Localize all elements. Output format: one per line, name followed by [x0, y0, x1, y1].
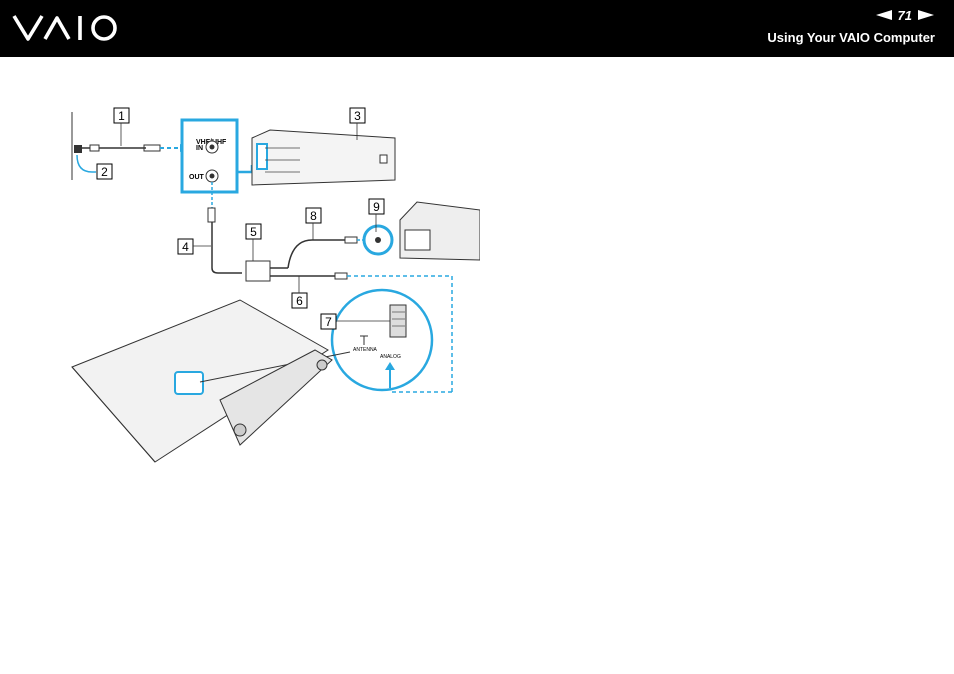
svg-text:5: 5 [250, 225, 257, 239]
callout-7: 7 [320, 313, 390, 330]
cable-8 [287, 236, 372, 269]
callout-1: 1 [113, 107, 130, 146]
callout-8: 8 [305, 207, 322, 240]
svg-text:9: 9 [373, 200, 380, 214]
svg-text:2: 2 [101, 165, 108, 179]
callout-5: 5 [245, 223, 262, 261]
callout-2: 2 [96, 163, 113, 180]
in-label: IN [196, 145, 203, 152]
svg-text:3: 3 [354, 109, 361, 123]
svg-text:8: 8 [310, 209, 317, 223]
cable-6 [288, 272, 453, 393]
callout-6: 6 [291, 276, 308, 309]
page-header: 71 Using Your VAIO Computer [0, 0, 954, 57]
triangle-right-icon[interactable] [918, 10, 934, 20]
svg-text:6: 6 [296, 294, 303, 308]
antenna-label: ANTENNA [353, 347, 378, 353]
page-navigation: 71 [875, 7, 934, 23]
antenna-port-detail: ANTENNA ANALOG [330, 288, 434, 392]
connection-diagram: VHF/UHF IN OUT [71, 107, 480, 463]
svg-text:1: 1 [118, 109, 125, 123]
computer-base [71, 299, 351, 463]
vaio-logo [12, 15, 117, 41]
cable-4 [207, 182, 242, 274]
vcr-antenna-panel: VHF/UHF IN OUT [180, 118, 254, 194]
page-number: 71 [897, 7, 912, 23]
section-title: Using Your VAIO Computer [767, 30, 935, 45]
triangle-left-icon[interactable] [875, 10, 892, 20]
callout-3: 3 [349, 107, 366, 140]
svg-text:4: 4 [182, 240, 189, 254]
television [362, 201, 480, 261]
svg-text:7: 7 [325, 315, 332, 329]
callout-4: 4 [177, 238, 211, 255]
wall-outlet [71, 112, 188, 180]
splitter [245, 260, 288, 282]
analog-label: ANALOG [380, 354, 401, 360]
vcr-unit [251, 129, 396, 186]
out-label: OUT [189, 174, 205, 181]
callout-9: 9 [368, 198, 385, 232]
